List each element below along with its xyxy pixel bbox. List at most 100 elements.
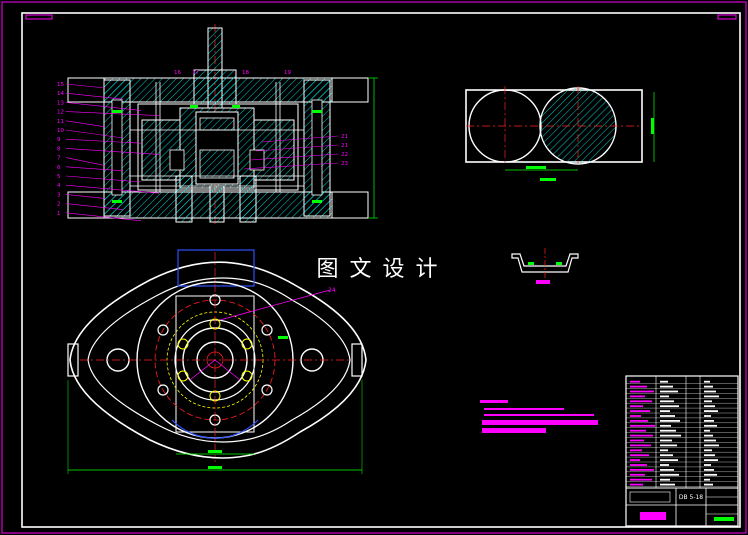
leader-line	[65, 148, 160, 155]
leader-line	[65, 203, 124, 210]
title-row-text	[704, 405, 715, 408]
title-row-text	[704, 478, 710, 481]
item-number-label: 13	[57, 100, 64, 106]
title-row-text	[704, 410, 718, 412]
item-number-label: 8	[57, 146, 61, 152]
section-item-numbers-right: 21 21 22 23	[243, 134, 348, 170]
title-row-text	[704, 415, 711, 417]
title-row-text	[660, 405, 679, 408]
title-row-text	[660, 390, 678, 393]
title-block-rows	[626, 380, 738, 487]
title-row-text	[630, 444, 651, 447]
leader-line	[249, 153, 339, 161]
section-view	[67, 24, 378, 225]
title-row-text	[660, 449, 668, 452]
leader-line	[65, 83, 106, 89]
title-row-text	[704, 385, 713, 388]
title-row-text	[704, 424, 717, 427]
item-number-label: 12	[57, 110, 64, 116]
leader-line	[255, 144, 339, 152]
item-number-label: 1	[57, 211, 61, 217]
title-row-text	[660, 395, 669, 398]
leader-line	[65, 92, 124, 100]
item-number-label: 14	[57, 91, 64, 97]
title-row-text	[660, 439, 672, 442]
title-row-text	[630, 420, 648, 422]
title-row-text	[630, 434, 653, 437]
title-row-text	[660, 410, 670, 412]
title-row-text	[630, 405, 643, 408]
plan-leader-label: 24	[328, 287, 336, 294]
title-row-text	[704, 469, 714, 471]
item-number-label: 22	[341, 152, 348, 158]
title-row-text	[660, 454, 673, 457]
technical-notes	[480, 400, 598, 433]
title-row-text	[704, 395, 719, 398]
item-number-label: 6	[57, 165, 61, 171]
title-row-text	[630, 449, 642, 452]
title-row-text	[630, 473, 645, 476]
title-row-text	[704, 380, 710, 383]
item-number-label: 23	[341, 161, 348, 167]
leader-line	[243, 162, 339, 170]
frame-tag	[717, 14, 737, 20]
title-block	[625, 375, 739, 527]
title-row-text	[630, 410, 650, 412]
part-top-view	[465, 86, 655, 181]
title-row-text	[660, 478, 670, 481]
watermark-text: 图 文 设 计	[317, 257, 440, 282]
title-row-text	[630, 395, 645, 398]
leader-line	[65, 175, 142, 183]
title-row-text	[660, 473, 679, 476]
title-row-text	[630, 459, 640, 461]
item-number-label: 18	[242, 70, 249, 76]
title-row-text	[660, 483, 675, 486]
leader-line	[261, 135, 339, 143]
title-row-text	[704, 439, 716, 442]
drawing-frame	[21, 12, 741, 528]
item-number-label: 15	[57, 82, 64, 88]
title-row-text	[704, 464, 711, 466]
leader-line	[65, 166, 124, 172]
leader-line	[65, 102, 142, 111]
title-row-text	[660, 434, 681, 437]
title-row-text	[660, 420, 680, 422]
item-number-label: 2	[57, 202, 61, 208]
title-row-text	[660, 380, 668, 383]
title-row-text	[704, 390, 716, 393]
title-row-text	[630, 464, 647, 466]
title-row-text	[660, 459, 678, 461]
title-row-text	[630, 400, 652, 403]
item-number-label: 4	[57, 183, 61, 189]
title-row-text	[704, 454, 715, 457]
title-row-text	[660, 444, 677, 447]
leader-line	[65, 184, 160, 194]
title-row-text	[630, 424, 655, 427]
title-row-text	[630, 454, 649, 457]
title-row-text	[704, 420, 714, 422]
frame-tag	[25, 14, 53, 20]
leader-line	[65, 138, 142, 144]
item-number-label: 10	[57, 128, 64, 134]
item-number-label: 3	[57, 192, 61, 198]
title-row-text	[704, 429, 710, 432]
title-row-text	[660, 464, 669, 466]
title-row-text	[630, 390, 654, 393]
title-row-text	[660, 429, 676, 432]
title-row-text	[630, 429, 646, 432]
title-row-text	[630, 385, 647, 388]
title-row-text	[704, 434, 713, 437]
title-row-text	[660, 469, 674, 471]
item-number-label: 9	[57, 137, 61, 143]
title-row-text	[630, 469, 654, 471]
item-number-label: 19	[284, 70, 291, 76]
item-number-label: 21	[341, 143, 348, 149]
leader-line	[65, 111, 160, 116]
item-number-label: 21	[341, 134, 348, 140]
title-row-text	[630, 380, 640, 383]
title-row-text	[660, 385, 673, 388]
